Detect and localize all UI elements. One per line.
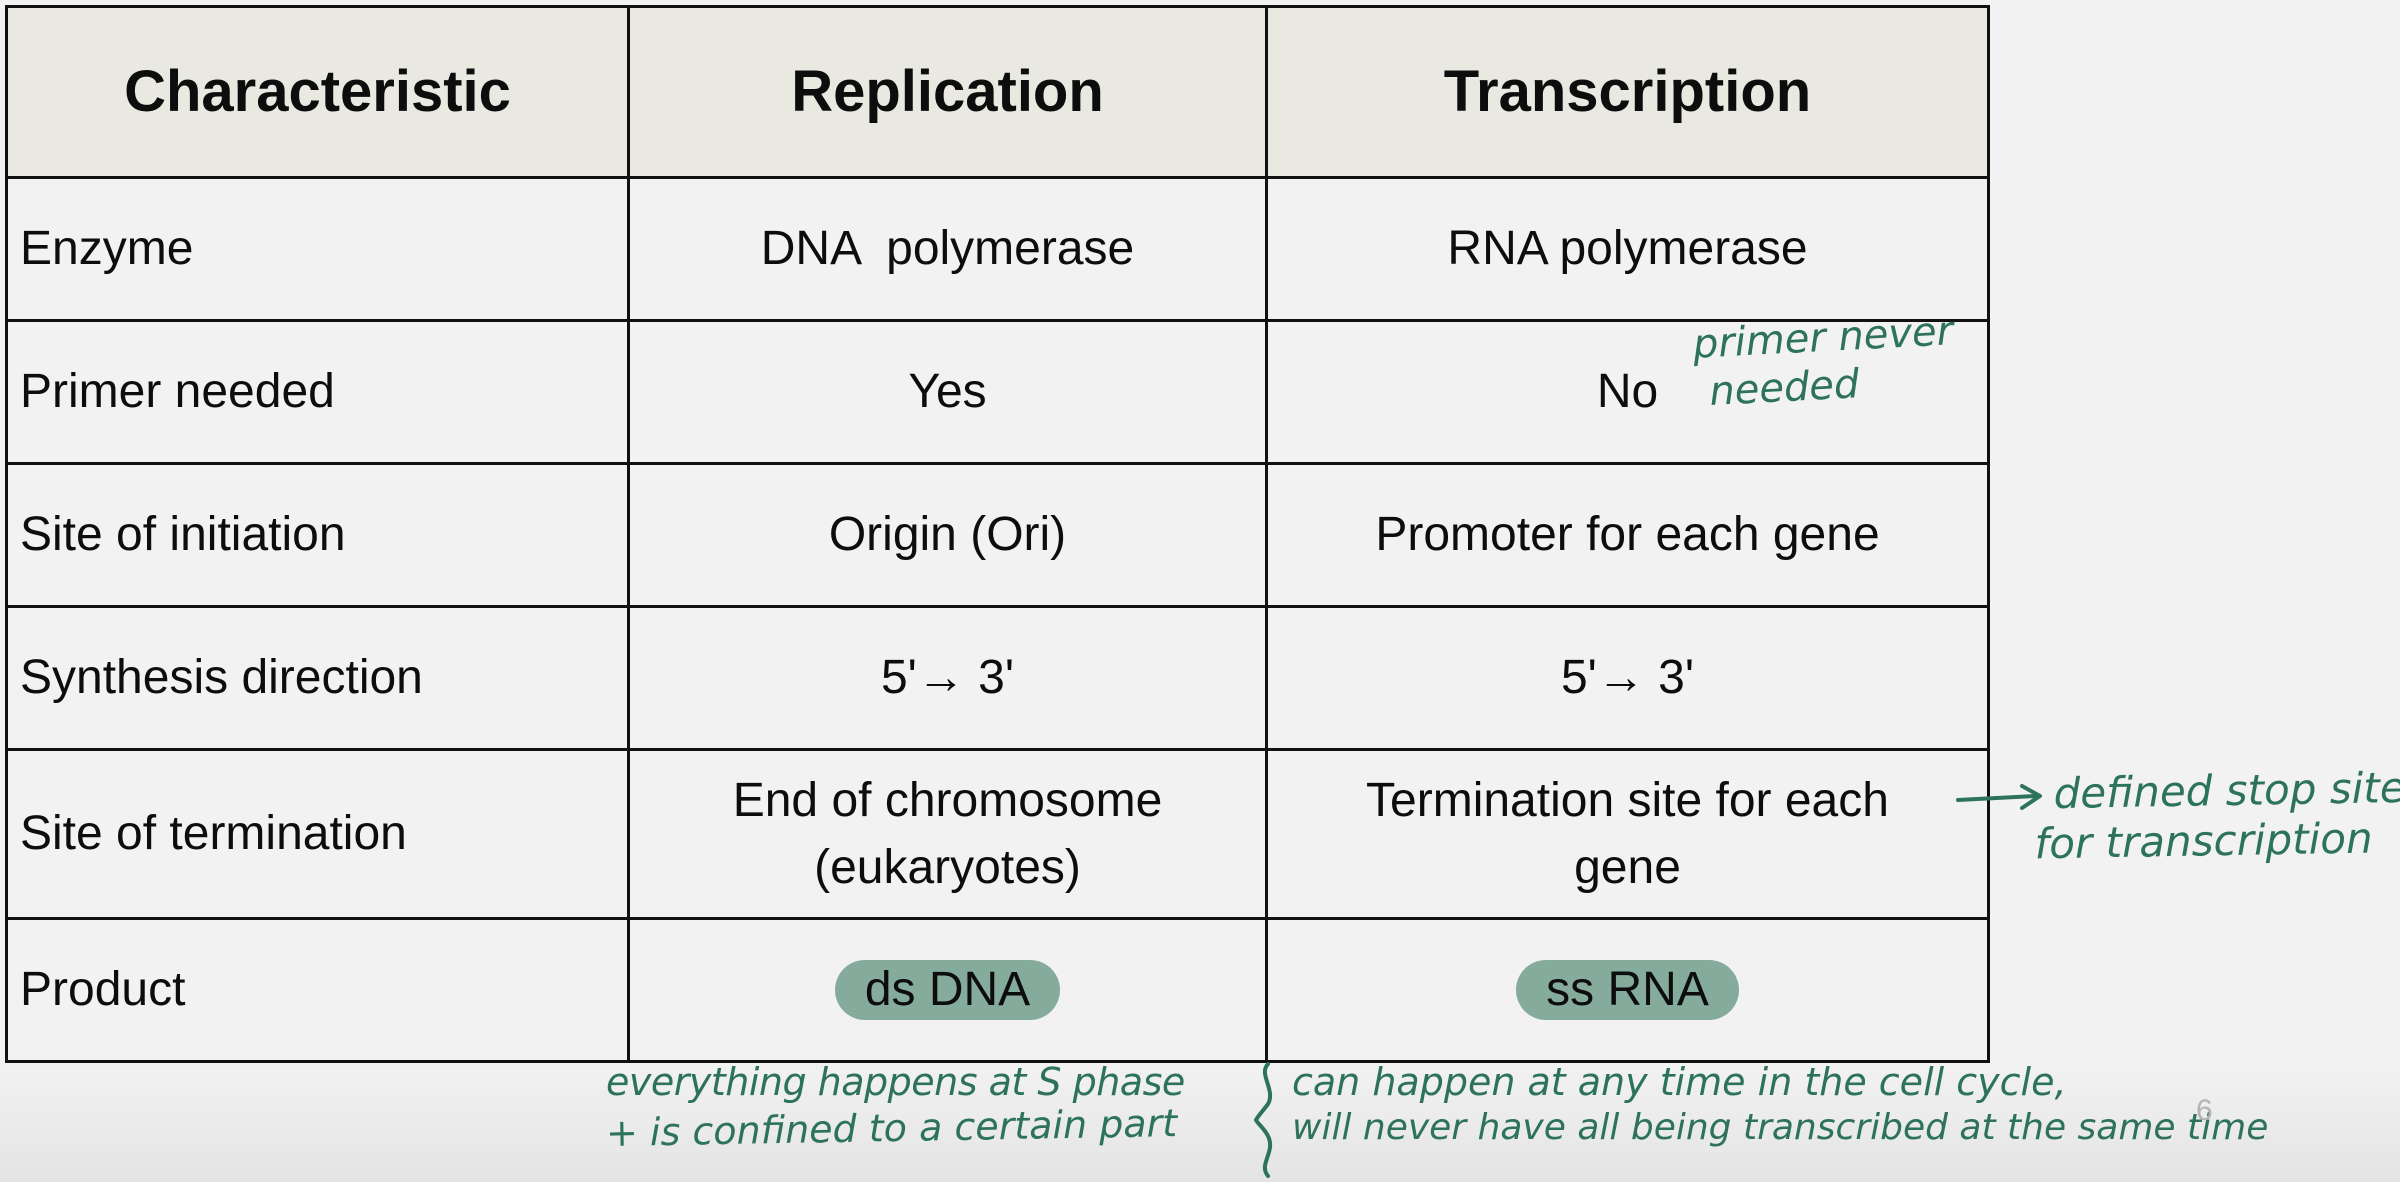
cell-transcription-primer: No — [1265, 319, 1990, 465]
arrow-right-icon — [1956, 784, 2042, 810]
transcription-note-line-2: will never have all being transcribed at… — [1292, 1106, 2269, 1148]
comparison-table: Characteristic Replication Transcription… — [5, 5, 1990, 1063]
replication-note-line-2: + is confined to a certain part — [605, 1100, 1178, 1155]
row-label-termination: Site of termination — [5, 748, 630, 920]
table-row: Enzyme DNA polymerase RNA polymerase — [5, 176, 1990, 322]
replication-note-line-1: everything happens at S phase — [606, 1060, 1185, 1104]
header-transcription: Transcription — [1265, 5, 1990, 179]
table-row: Synthesis direction 5'→ 3' 5'→ 3' — [5, 605, 1990, 751]
cell-transcription-initiation: Promoter for each gene — [1265, 462, 1990, 608]
cell-transcription-direction: 5'→ 3' — [1265, 605, 1990, 751]
curly-brace-icon — [1253, 1062, 1272, 1178]
row-label-product: Product — [5, 917, 630, 1063]
cell-transcription-product: ss RNA — [1265, 917, 1990, 1063]
cell-replication-direction: 5'→ 3' — [627, 605, 1268, 751]
table-row: Product ds DNA ss RNA — [5, 917, 1990, 1063]
header-replication: Replication — [627, 5, 1268, 179]
handwritten-replication-note: everything happens at S phase + is confi… — [606, 1060, 1186, 1155]
cell-transcription-enzyme: RNA polymerase — [1265, 176, 1990, 322]
termination-transcription-text: Termination site for each gene — [1366, 773, 1889, 894]
header-row: Characteristic Replication Transcription — [5, 5, 1990, 179]
cell-replication-termination: End of chromosome (eukaryotes) — [627, 748, 1268, 920]
cell-replication-initiation: Origin (Ori) — [627, 462, 1268, 608]
handwritten-termination-note: defined stop site for transcription — [2034, 762, 2400, 870]
slide-bottom-shade — [0, 1062, 2400, 1182]
table-row: Site of termination End of chromosome (e… — [5, 748, 1990, 920]
row-label-primer: Primer needed — [5, 319, 630, 465]
cell-replication-primer: Yes — [627, 319, 1268, 465]
transcription-note-line-1: can happen at any time in the cell cycle… — [1292, 1060, 2067, 1104]
row-label-initiation: Site of initiation — [5, 462, 630, 608]
product-badge-ss-rna: ss RNA — [1516, 960, 1739, 1020]
handwritten-transcription-note: can happen at any time in the cell cycle… — [1292, 1060, 2268, 1149]
cell-transcription-termination: Termination site for each gene — [1265, 748, 1990, 920]
table-row: Site of initiation Origin (Ori) Promoter… — [5, 462, 1990, 608]
row-label-enzyme: Enzyme — [5, 176, 630, 322]
cell-replication-product: ds DNA — [627, 917, 1268, 1063]
row-label-direction: Synthesis direction — [5, 605, 630, 751]
termination-note-line-2: for transcription — [2034, 813, 2374, 869]
termination-note-line-1: defined stop site — [2053, 762, 2400, 819]
termination-replication-text: End of chromosome (eukaryotes) — [732, 773, 1163, 894]
product-badge-ds-dna: ds DNA — [834, 960, 1061, 1020]
cell-replication-enzyme: DNA polymerase — [627, 176, 1268, 322]
header-characteristic: Characteristic — [5, 5, 630, 179]
handwritten-primer-note: primer never needed — [1692, 307, 1957, 416]
page-number: 6 — [2196, 1094, 2213, 1127]
table-row: Primer needed Yes No — [5, 319, 1990, 465]
